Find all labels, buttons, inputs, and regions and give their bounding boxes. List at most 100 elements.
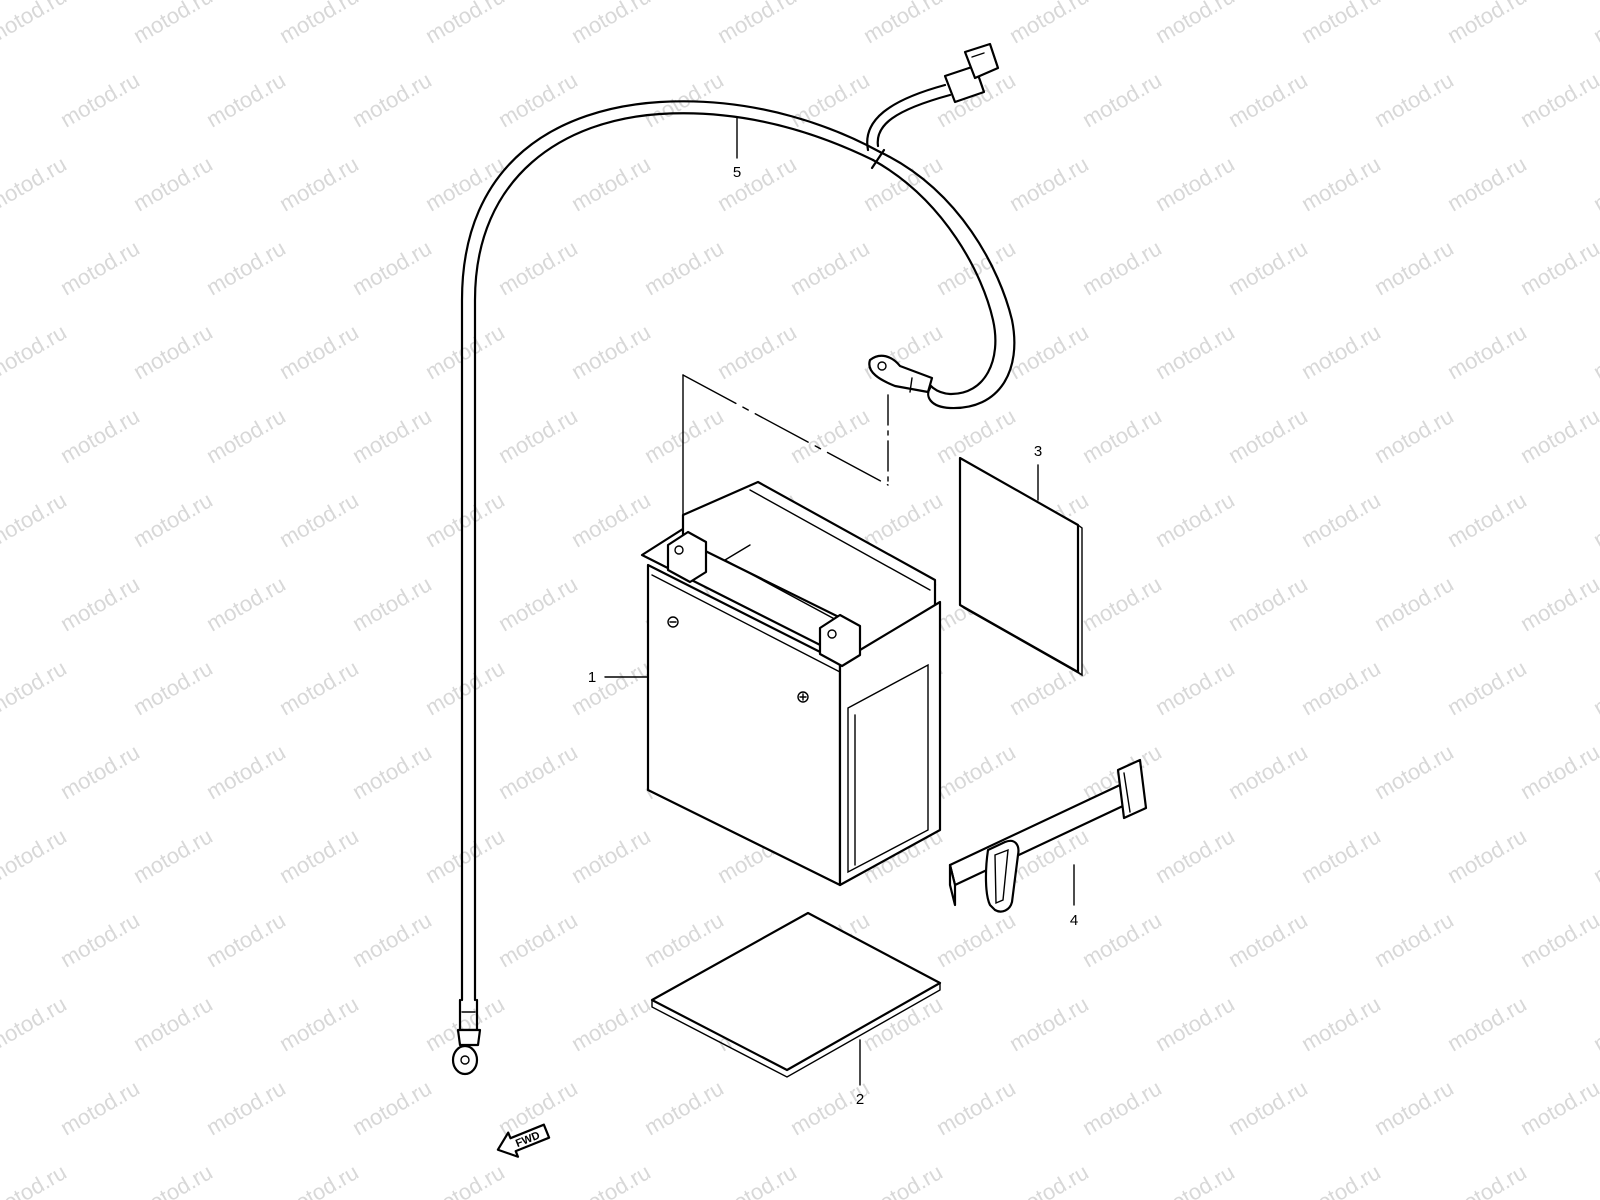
- watermark-text: motod.ru: [1443, 823, 1531, 888]
- watermark-text: motod.ru: [56, 907, 144, 972]
- watermark-text: motod.ru: [0, 991, 71, 1056]
- watermark-text: motod.ru: [202, 907, 290, 972]
- watermark-text: motod.ru: [1516, 739, 1600, 804]
- watermark-text: motod.ru: [1297, 655, 1385, 720]
- watermark-text: motod.ru: [348, 67, 436, 132]
- cable-assembly: [451, 42, 1016, 1076]
- watermark-text: motod.ru: [1078, 67, 1166, 132]
- callout-2: 2: [856, 1091, 864, 1108]
- pad-side: [958, 456, 1083, 677]
- watermark-text: motod.ru: [1005, 991, 1093, 1056]
- watermark-text: motod.ru: [202, 739, 290, 804]
- callouts: 1 2 3 4 5: [588, 117, 1078, 1108]
- watermark-text: motod.ru: [1151, 991, 1239, 1056]
- watermark-text: motod.ru: [1443, 151, 1531, 216]
- watermark-text: motod.ru: [1589, 1159, 1600, 1200]
- watermark-text: motod.ru: [640, 67, 728, 132]
- watermark-text: motod.ru: [567, 319, 655, 384]
- callout-1: 1: [588, 669, 596, 686]
- watermark-text: motod.ru: [932, 907, 1020, 972]
- watermark-text: motod.ru: [1589, 991, 1600, 1056]
- watermark-text: motod.ru: [567, 0, 655, 48]
- watermark-text: motod.ru: [1151, 487, 1239, 552]
- watermark-text: motod.ru: [129, 319, 217, 384]
- watermark-text: motod.ru: [1005, 655, 1093, 720]
- watermark-text: motod.ru: [348, 571, 436, 636]
- watermark-text: motod.ru: [494, 403, 582, 468]
- watermark-text: motod.ru: [1005, 151, 1093, 216]
- watermark-text: motod.ru: [1005, 319, 1093, 384]
- watermark-text: motod.ru: [567, 151, 655, 216]
- watermark-text: motod.ru: [1516, 1075, 1600, 1140]
- battery: [640, 480, 942, 887]
- watermark-text: motod.ru: [275, 487, 363, 552]
- watermark-text: motod.ru: [932, 403, 1020, 468]
- watermark-text: motod.ru: [786, 235, 874, 300]
- watermark-text: motod.ru: [1589, 0, 1600, 48]
- watermark-text: motod.ru: [129, 823, 217, 888]
- watermark-text: motod.ru: [494, 739, 582, 804]
- watermark-text: motod.ru: [1297, 487, 1385, 552]
- watermark-text: motod.ru: [275, 151, 363, 216]
- watermark-text: motod.ru: [786, 403, 874, 468]
- watermark-text: motod.ru: [1589, 319, 1600, 384]
- watermark-text: motod.ru: [275, 655, 363, 720]
- watermark-text: motod.ru: [640, 235, 728, 300]
- watermark-text: motod.ru: [202, 571, 290, 636]
- watermark-text: motod.ru: [713, 0, 801, 48]
- watermark-text: motod.ru: [1078, 907, 1166, 972]
- watermark-text: motod.ru: [1370, 403, 1458, 468]
- watermark-text: motod.ru: [1516, 907, 1600, 972]
- callout-5: 5: [733, 164, 741, 181]
- watermark-text: motod.ru: [1151, 151, 1239, 216]
- watermark-text: motod.ru: [202, 235, 290, 300]
- watermark-text: motod.ru: [640, 403, 728, 468]
- watermark-text: motod.ru: [494, 235, 582, 300]
- watermark-text: motod.ru: [275, 319, 363, 384]
- pad-bottom: [650, 911, 942, 1078]
- watermark-text: motod.ru: [202, 403, 290, 468]
- watermark-text: motod.ru: [1151, 1159, 1239, 1200]
- watermark-text: motod.ru: [932, 235, 1020, 300]
- watermark-text: motod.ru: [56, 1075, 144, 1140]
- watermark-text: motod.ru: [202, 67, 290, 132]
- watermark-text: motod.ru: [1297, 0, 1385, 48]
- watermark-text: motod.ru: [1516, 235, 1600, 300]
- watermark-text: motod.ru: [713, 1159, 801, 1200]
- watermark-text: motod.ru: [275, 823, 363, 888]
- watermark-text: motod.ru: [0, 0, 71, 48]
- watermark-text: motod.ru: [1443, 655, 1531, 720]
- watermark-text: motod.ru: [1151, 655, 1239, 720]
- watermark-text: motod.ru: [0, 319, 71, 384]
- watermark-text: motod.ru: [1078, 403, 1166, 468]
- watermark-text: motod.ru: [1516, 403, 1600, 468]
- watermark-text: motod.ru: [859, 151, 947, 216]
- watermark-text: motod.ru: [1443, 319, 1531, 384]
- watermark-text: motod.ru: [1297, 991, 1385, 1056]
- watermark-text: motod.ru: [0, 1159, 71, 1200]
- watermark-text: motod.ru: [348, 739, 436, 804]
- watermark-text: motod.ru: [932, 739, 1020, 804]
- watermark-text: motod.ru: [1443, 0, 1531, 48]
- watermark-text: motod.ru: [567, 487, 655, 552]
- watermark-text: motod.ru: [0, 487, 71, 552]
- watermark-text: motod.ru: [640, 907, 728, 972]
- watermark-text: motod.ru: [1151, 319, 1239, 384]
- watermark-text: motod.ru: [0, 823, 71, 888]
- watermark-text: motod.ru: [1005, 1159, 1093, 1200]
- watermark-text: motod.ru: [56, 571, 144, 636]
- watermark-text: motod.ru: [0, 655, 71, 720]
- watermark-text: motod.ru: [1370, 907, 1458, 972]
- watermark-text: motod.ru: [713, 319, 801, 384]
- watermark-text: motod.ru: [1078, 235, 1166, 300]
- watermark-text: motod.ru: [1297, 319, 1385, 384]
- watermark-text: motod.ru: [1443, 1159, 1531, 1200]
- watermark-text: motod.ru: [129, 151, 217, 216]
- watermark-text: motod.ru: [1151, 823, 1239, 888]
- callout-3: 3: [1034, 443, 1042, 460]
- watermark-text: motod.ru: [421, 319, 509, 384]
- watermark-text: motod.ru: [275, 991, 363, 1056]
- watermark-text: motod.ru: [348, 403, 436, 468]
- watermark-text: motod.ru: [1370, 67, 1458, 132]
- watermark-text: motod.ru: [0, 151, 71, 216]
